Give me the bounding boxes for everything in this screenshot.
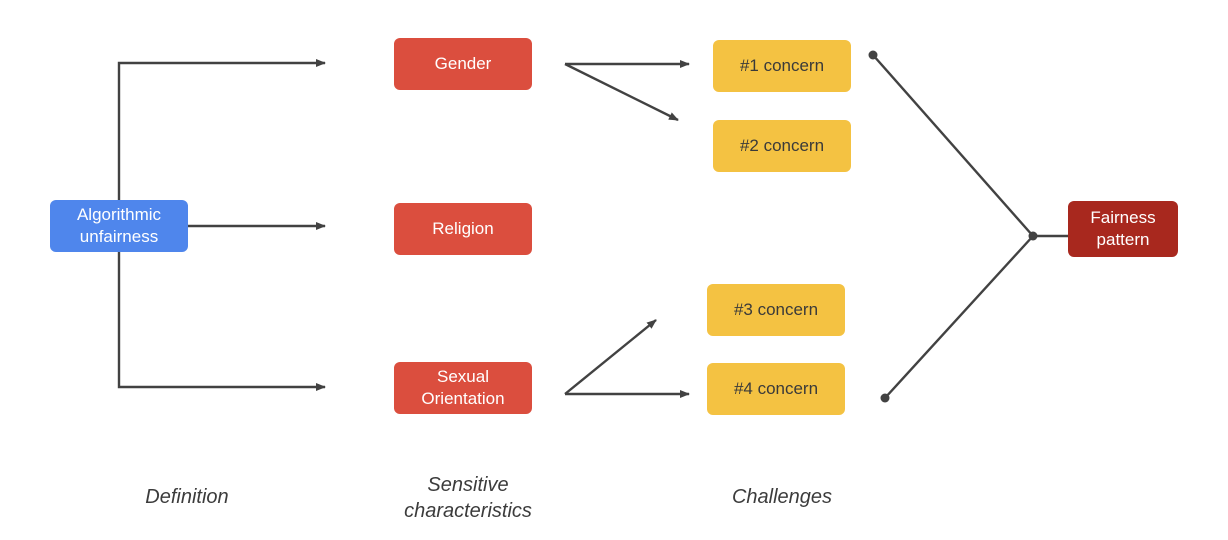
column-label-sensitive-characteristics: Sensitive characteristics — [378, 472, 558, 524]
node-label: Fairness — [1090, 208, 1156, 227]
node-label: #4 concern — [733, 379, 819, 398]
connector-endpoint-dot — [880, 393, 890, 403]
column-label-text: Challenges — [731, 486, 833, 508]
node-label: Orientation — [421, 389, 505, 408]
node-algorithmic-unfairness: Algorithmic unfairness — [50, 200, 188, 252]
connector-junction-dot — [1028, 231, 1038, 241]
column-label-definition: Definition — [117, 484, 257, 510]
connector-definition-to-gender — [117, 59, 326, 200]
column-label-text: characteristics — [404, 500, 532, 522]
connector-concerns-to-fairness-lower — [884, 235, 1034, 399]
node-concern-3: #3 concern — [707, 284, 845, 336]
node-concern-2: #2 concern — [713, 120, 851, 172]
connector-gender-to-concern2 — [564, 62, 679, 122]
connector-orientation-to-concern3 — [564, 319, 657, 395]
connector-definition-to-sexual-orientation — [117, 252, 326, 391]
node-label: #2 concern — [739, 136, 825, 155]
node-concern-1: #1 concern — [713, 40, 851, 92]
node-label: Gender — [434, 54, 492, 73]
node-label: Algorithmic — [76, 205, 162, 224]
node-label: unfairness — [79, 227, 159, 246]
connector-concerns-to-fairness-upper — [872, 54, 1034, 237]
node-label: #3 concern — [733, 300, 819, 319]
node-religion: Religion — [394, 203, 532, 255]
node-fairness-pattern: Fairness pattern — [1068, 201, 1178, 257]
node-label: Religion — [432, 219, 494, 238]
column-label-challenges: Challenges — [712, 484, 852, 510]
node-label: Sexual — [437, 367, 489, 386]
column-label-text: Definition — [145, 486, 229, 508]
node-label: #1 concern — [739, 56, 825, 75]
node-label: pattern — [1096, 230, 1150, 249]
column-label-text: Sensitive — [427, 474, 509, 496]
node-concern-4: #4 concern — [707, 363, 845, 415]
node-gender: Gender — [394, 38, 532, 90]
node-sexual-orientation: Sexual Orientation — [394, 362, 532, 414]
connector-endpoint-dot — [868, 50, 878, 60]
